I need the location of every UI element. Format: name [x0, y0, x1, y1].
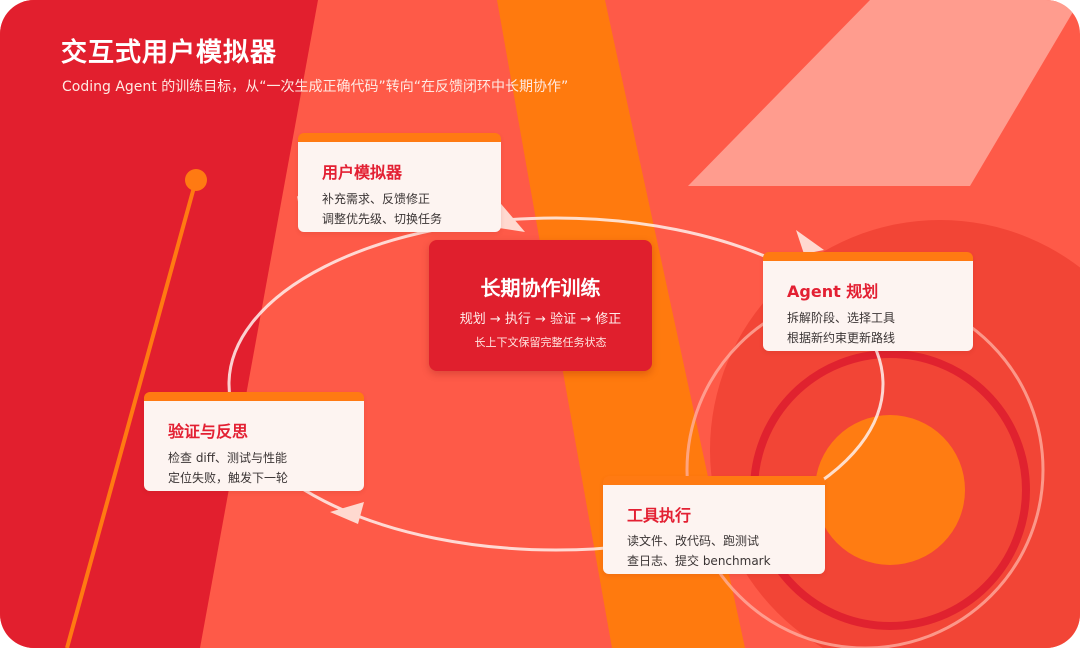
card-verify: 验证与反思 检查 diff、测试与性能 定位失败，触发下一轮 [144, 392, 364, 491]
orange-line-shape [65, 179, 198, 648]
card-title: 工具执行 [627, 506, 692, 525]
card-agent-plan: Agent 规划 拆解阶段、选择工具 根据新约束更新路线 [763, 252, 973, 351]
card-line: 定位失败，触发下一轮 [168, 471, 289, 485]
card-line: 调整优先级、切换任务 [322, 212, 443, 226]
cycle-arrow-icon [330, 502, 364, 524]
page-subtitle: Coding Agent 的训练目标，从“一次生成正确代码”转向“在反馈闭环中长… [62, 79, 569, 95]
center-title: 长期协作训练 [480, 276, 601, 300]
card-line: 拆解阶段、选择工具 [787, 311, 896, 325]
center-subtitle: 长上下文保留完整任务状态 [474, 336, 607, 349]
orange-circle-shape [815, 415, 965, 565]
orange-dot-shape [185, 169, 207, 191]
cycle-arrow-icon [796, 230, 824, 254]
card-line: 检查 diff、测试与性能 [168, 451, 288, 465]
card-line: 读文件、改代码、跑测试 [627, 534, 760, 548]
card-line: 补充需求、反馈修正 [322, 192, 431, 206]
card-line: 根据新约束更新路线 [787, 331, 896, 345]
card-title: 用户模拟器 [322, 163, 403, 182]
page-title: 交互式用户模拟器 [61, 38, 278, 68]
cycle-arrow-icon [496, 198, 525, 232]
card-title: Agent 规划 [787, 282, 879, 301]
card-line: 查日志、提交 benchmark [627, 554, 771, 568]
card-user-simulator: 用户模拟器 补充需求、反馈修正 调整优先级、切换任务 [298, 133, 501, 232]
cycle-loop-shape [227, 216, 885, 552]
pink-parallelogram-shape [688, 0, 1080, 186]
center-box: 长期协作训练 规划 → 执行 → 验证 → 修正 长上下文保留完整任务状态 [429, 240, 652, 371]
center-flow: 规划 → 执行 → 验证 → 修正 [459, 312, 622, 327]
red-band-shape [0, 0, 318, 648]
card-tool-exec: 工具执行 读文件、改代码、跑测试 查日志、提交 benchmark [603, 476, 825, 574]
card-title: 验证与反思 [168, 422, 249, 441]
